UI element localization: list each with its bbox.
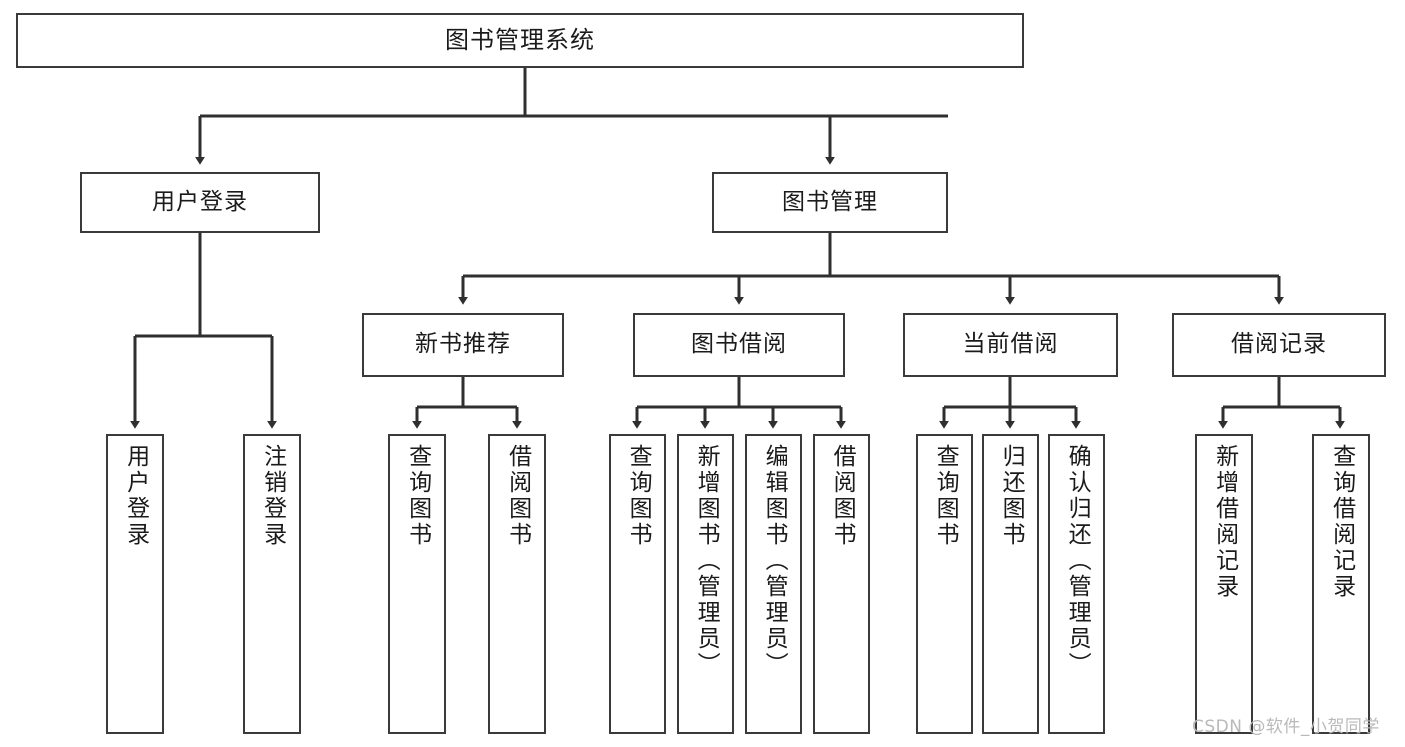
node-leaf-current-borrow-return[interactable]: 归还图书 [982, 434, 1039, 734]
node-leaf-book-borrow-add[interactable]: 新增图书（管理员） [677, 434, 734, 734]
node-label: 用户登录 [122, 444, 149, 548]
node-user-login[interactable]: 用户登录 [80, 172, 320, 233]
node-label: 新书推荐 [415, 331, 511, 358]
node-label: 借阅记录 [1231, 331, 1327, 358]
node-leaf-user-login-logout[interactable]: 注销登录 [243, 434, 301, 734]
node-borrow-record[interactable]: 借阅记录 [1172, 313, 1386, 377]
node-label: 新增借阅记录 [1211, 444, 1238, 600]
node-book-borrow[interactable]: 图书借阅 [633, 313, 845, 377]
node-label: 查询图书 [404, 444, 431, 548]
node-label: 图书管理 [782, 188, 878, 215]
node-label: 确认归还（管理员） [1064, 444, 1091, 678]
node-leaf-borrow-record-add[interactable]: 新增借阅记录 [1195, 434, 1253, 734]
node-leaf-user-login-login[interactable]: 用户登录 [106, 434, 164, 734]
node-leaf-book-borrow-borrow[interactable]: 借阅图书 [813, 434, 870, 734]
node-leaf-new-book-query[interactable]: 查询图书 [388, 434, 446, 734]
node-new-book-recommend[interactable]: 新书推荐 [362, 313, 564, 377]
node-current-borrow[interactable]: 当前借阅 [903, 313, 1118, 377]
node-book-management[interactable]: 图书管理 [712, 172, 948, 233]
node-label: 借阅图书 [504, 444, 531, 548]
node-label: 查询图书 [932, 444, 959, 548]
node-label: 图书借阅 [691, 331, 787, 358]
node-label: 注销登录 [259, 444, 286, 548]
node-root-system[interactable]: 图书管理系统 [16, 13, 1024, 68]
node-leaf-current-borrow-query[interactable]: 查询图书 [916, 434, 973, 734]
node-leaf-book-borrow-query[interactable]: 查询图书 [609, 434, 666, 734]
node-label: 新增图书（管理员） [693, 444, 720, 678]
node-label: 用户登录 [152, 188, 248, 215]
node-leaf-borrow-record-query[interactable]: 查询借阅记录 [1312, 434, 1370, 734]
node-label: 查询借阅记录 [1328, 444, 1355, 600]
node-leaf-current-borrow-confirm-return[interactable]: 确认归还（管理员） [1048, 434, 1105, 734]
node-label: 归还图书 [998, 444, 1025, 548]
node-label: 图书管理系统 [445, 26, 595, 55]
node-label: 查询图书 [625, 444, 652, 548]
node-leaf-new-book-borrow[interactable]: 借阅图书 [488, 434, 546, 734]
node-label: 借阅图书 [829, 444, 856, 548]
node-label: 当前借阅 [962, 331, 1059, 358]
node-label: 编辑图书（管理员） [761, 444, 788, 678]
node-leaf-book-borrow-edit[interactable]: 编辑图书（管理员） [745, 434, 802, 734]
